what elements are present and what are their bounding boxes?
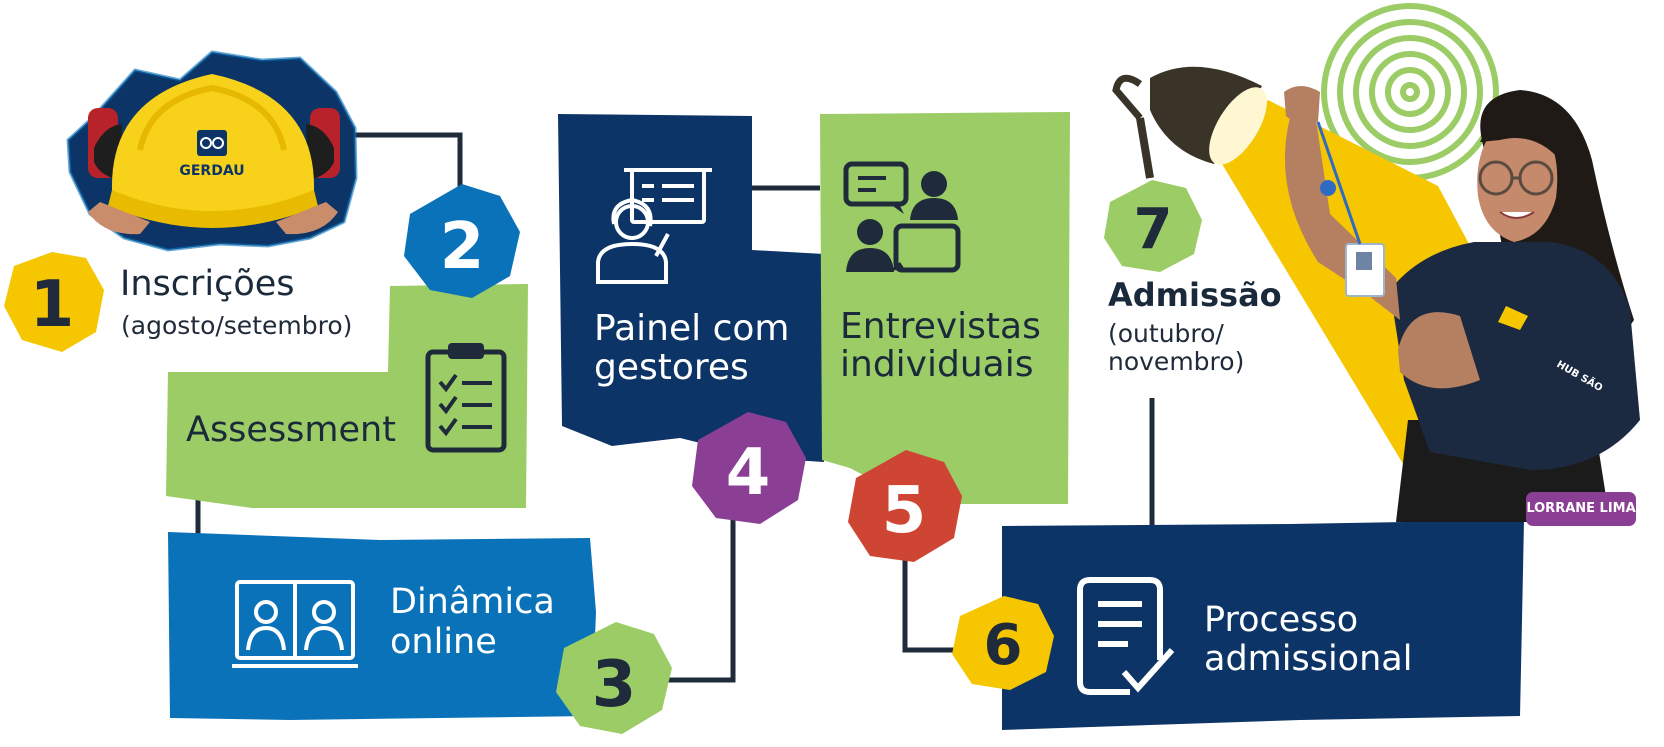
step-5-title-line2: individuais [840,344,1034,385]
step-7-number: 7 [1134,197,1173,262]
connector-5-6 [902,555,962,653]
step-2-title: Assessment [186,410,396,450]
helmet-illustration: GERDAU [66,50,358,252]
step-1-title: Inscrições [120,264,295,304]
step-7-subtitle-line1: (outubro/ [1108,319,1224,348]
step-3-marker: 3 [556,622,672,734]
step-3-box [168,532,596,720]
step-6-number: 6 [984,613,1023,678]
step-5-number: 5 [882,474,927,548]
step-1-number: 1 [30,268,75,342]
step-5-box [820,112,1070,504]
step-3-title-line1: Dinâmica [390,582,555,622]
connector-1-2 [338,132,463,196]
step-4-title-line2: gestores [594,347,749,388]
step-4-box [558,114,824,462]
step-1-marker: 1 [4,252,104,352]
step-7-marker: 7 [1104,180,1202,272]
step-4-title-line1: Painel com [594,308,790,349]
person-name-badge: LORRANE LIMA [1526,492,1636,526]
step-5-marker: 5 [848,450,962,562]
clipboard-checklist-icon [425,343,507,453]
connector-3-4 [660,515,736,683]
interview-chat-icon [843,161,961,273]
step-6-title-line2: admissional [1204,639,1413,679]
step-7-title: Admissão [1108,276,1282,314]
step-markers: 1 2 3 4 5 6 7 [4,180,1202,734]
step-3-number: 3 [592,648,637,722]
step-6-title-line1: Processo [1204,600,1359,640]
video-call-icon [232,580,358,668]
step-5-title-line1: Entrevistas [840,306,1041,347]
step-1-subtitle: (agosto/setembro) [121,311,353,340]
step-2-marker: 2 [404,184,520,298]
person-illustration: HUB SÃO [1284,86,1640,522]
presenter-icon [596,168,712,284]
step-7-subtitle-line2: novembro) [1108,347,1245,376]
step-4-marker: 4 [692,412,806,524]
step-4-number: 4 [726,436,771,510]
step-3-title-line2: online [390,622,497,662]
step-6-marker: 6 [952,596,1054,690]
step-2-number: 2 [440,210,485,284]
document-check-icon [1077,577,1175,695]
gerdau-logo-text: GERDAU [179,163,244,179]
